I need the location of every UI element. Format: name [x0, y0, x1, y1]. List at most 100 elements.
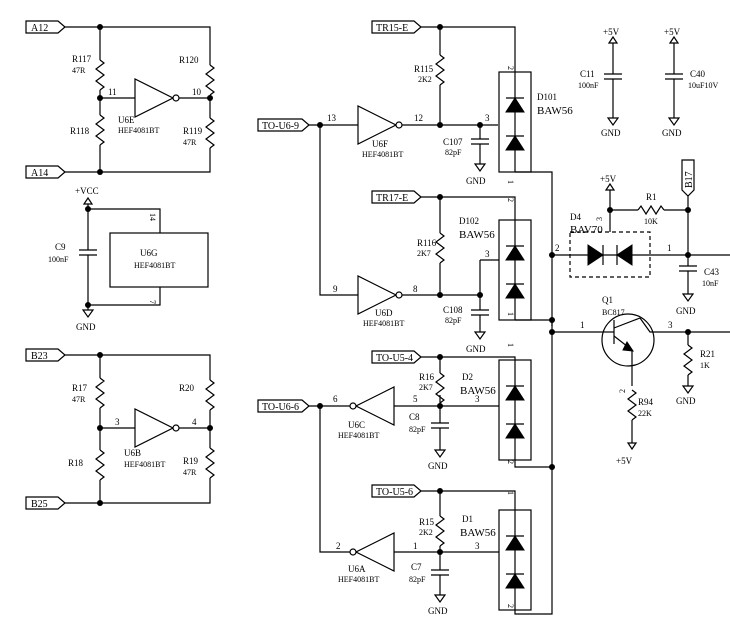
d101-pin2: 2	[506, 66, 515, 70]
u6f-pin-in: 13	[327, 113, 337, 123]
r17-ref: R17	[72, 383, 88, 393]
channel-u6a: TO-U5-6 R15 2K2 GND 1 U6A HEF4081BT C7 8…	[338, 467, 553, 616]
q1-part: BC817	[602, 308, 625, 317]
u6b-ref: U6B	[124, 448, 141, 458]
gnd-c7: GND	[428, 606, 448, 616]
p5v-c11: +5V	[603, 27, 620, 37]
p5v-c40: +5V	[664, 27, 681, 37]
d102-part: BAW56	[459, 229, 495, 241]
q1-ref: Q1	[602, 295, 613, 305]
c11-val: 100nF	[578, 81, 599, 90]
d2-pin1: 1	[506, 343, 515, 347]
c108-ref: C108	[443, 305, 463, 315]
r18-ref: R18	[68, 458, 84, 468]
gnd-c11: GND	[601, 128, 621, 138]
u6d-ref: U6D	[375, 308, 393, 318]
d1-ref: D1	[462, 514, 473, 524]
d1-pin3: 3	[475, 541, 480, 551]
d101-part: BAW56	[537, 105, 573, 117]
r115-ref: R115	[414, 64, 434, 74]
gnd-c43: GND	[676, 306, 696, 316]
common-bus: 2 1	[549, 243, 600, 470]
d101-ref: D101	[537, 92, 557, 102]
transistor-q1: 3 2 Q1 BC817 +5V R94 22K GND R21 1K	[600, 295, 730, 466]
gnd-r21: GND	[676, 396, 696, 406]
u6c-ref: U6C	[348, 420, 365, 430]
d4-part: BAV70	[570, 224, 603, 236]
input-buses: TO-U6-9 13 9 TO-U6-6 6 2	[257, 113, 358, 553]
d101-pin1: 1	[506, 180, 515, 184]
r21-val: 1K	[700, 361, 710, 370]
d102-pin1: 1	[506, 312, 515, 316]
port-b17: B17	[684, 171, 695, 188]
r16-ref: R16	[419, 372, 435, 382]
channel-u6d: TR17-E R116 2K7 GND 8 U6D HEF4081BT C108…	[357, 190, 552, 354]
p5v-d4: +5V	[600, 174, 617, 184]
c9-ref: C9	[55, 242, 66, 252]
d4-ref: D4	[570, 212, 581, 222]
r116-val: 2K7	[417, 249, 431, 258]
port-to-u6-6: TO-U6-6	[262, 402, 299, 413]
r117-ref: R117	[72, 54, 92, 64]
c11-ref: C11	[580, 69, 595, 79]
r1-val: 10K	[644, 217, 658, 226]
q1-pin-collector: 3	[668, 320, 673, 330]
d1-part: BAW56	[460, 527, 496, 539]
block-a12-a14: A12 A14 11 10 U6E HEF4081BT R117 47R R11…	[25, 20, 215, 179]
p5v-r94: +5V	[616, 456, 633, 466]
r15-val: 2K2	[419, 528, 433, 537]
block-b23-b25: B23 B25 3 4 U6B HEF4081BT R17 47R R18 R2…	[25, 348, 215, 510]
u6b-pin-in: 3	[115, 417, 120, 427]
c40-val: 10uF10V	[688, 81, 718, 90]
c9-val: 100nF	[48, 255, 69, 264]
d4-pin3: 3	[595, 217, 604, 221]
c108-val: 82pF	[445, 316, 462, 325]
u6f-ref: U6F	[372, 139, 388, 149]
c43-val: 10nF	[702, 279, 719, 288]
port-to-u5-6: TO-U5-6	[376, 487, 413, 498]
d101-pin3: 3	[485, 113, 490, 123]
d2-pin2: 2	[506, 460, 515, 464]
q1-pin-base: 1	[580, 320, 585, 330]
u6g-pin-bot: 7	[148, 300, 157, 304]
port-tr15: TR15-E	[376, 23, 408, 34]
block-u6g: +VCC GND U6G HEF4081BT 14 7 C9 100nF	[48, 186, 209, 332]
u6c-pin-out: 5	[413, 394, 418, 404]
u6d-pin-out: 8	[413, 284, 418, 294]
r120-ref: R120	[179, 55, 199, 65]
c43-ref: C43	[704, 267, 720, 277]
u6f-pin-out: 12	[414, 113, 423, 123]
decoupling-caps: +5V GND C11 100nF +5V GND C40 10uF10V	[578, 27, 718, 138]
d2-pin3: 3	[475, 394, 480, 404]
port-to-u5-4: TO-U5-4	[376, 353, 413, 364]
clamp-section: +5V R1 10K B17 D4 BAV70 3 1 GND C43 10nF	[569, 159, 730, 316]
d4-pin1: 1	[667, 243, 672, 253]
gnd-c107: GND	[466, 176, 486, 186]
r118-ref: R118	[70, 126, 90, 136]
gnd-c40: GND	[662, 128, 682, 138]
u6a-ref: U6A	[348, 564, 366, 574]
r21-ref: R21	[700, 349, 715, 359]
u6e-pin-out: 10	[192, 87, 202, 97]
r20-ref: R20	[179, 383, 195, 393]
port-to-u6-9: TO-U6-9	[262, 121, 299, 132]
r116-ref: R116	[417, 238, 437, 248]
d1-pin1: 1	[506, 491, 515, 495]
d1-pin2: 2	[506, 604, 515, 608]
r94-ref: R94	[638, 397, 654, 407]
c107-ref: C107	[443, 137, 463, 147]
c40-ref: C40	[690, 69, 706, 79]
c7-ref: C7	[411, 562, 422, 572]
port-tr17: TR17-E	[376, 193, 408, 204]
r16-val: 2K7	[419, 383, 433, 392]
r117-val: 47R	[72, 66, 86, 75]
u6g-part: HEF4081BT	[134, 261, 175, 270]
c107-val: 82pF	[445, 148, 462, 157]
u6d-part: HEF4081BT	[363, 319, 404, 328]
r94-val: 22K	[638, 409, 652, 418]
gnd-c9: GND	[76, 322, 96, 332]
u6d-pin-in: 9	[333, 284, 338, 294]
u6c-pin-in: 6	[333, 394, 338, 404]
r1-ref: R1	[646, 192, 657, 202]
r15-ref: R15	[419, 517, 435, 527]
